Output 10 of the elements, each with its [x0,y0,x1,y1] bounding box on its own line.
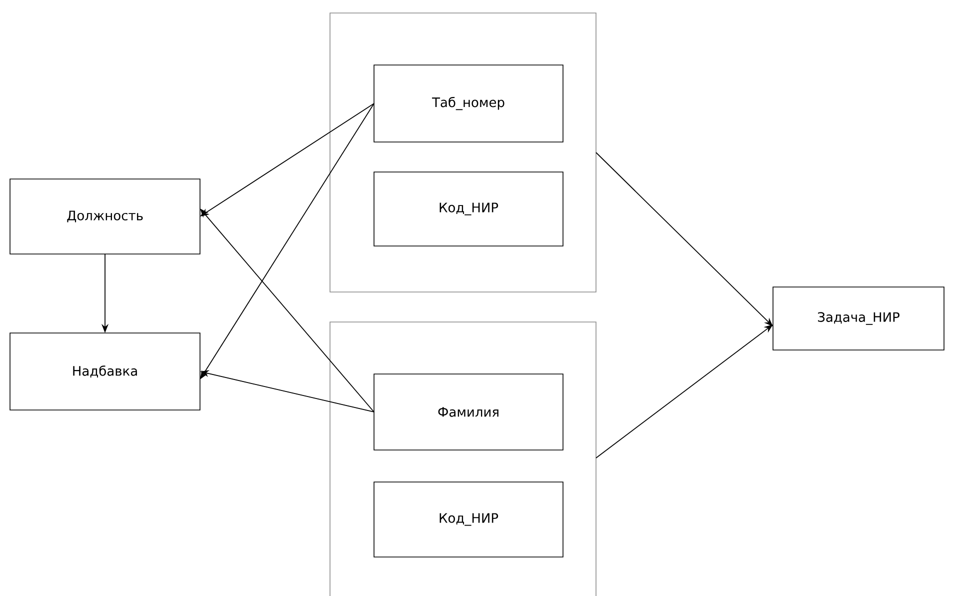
field-box: Таб_номер [374,64,564,142]
arrow [596,152,773,326]
entity-box: Надбавка [10,332,200,410]
field-box: Код_НИР [374,172,564,246]
entity-box: Задача_НИР [772,286,944,350]
group-frame [330,12,596,292]
field-box: Код_НИР [374,482,564,558]
field-box: Фамилия [374,374,564,450]
entity-box: Должность [10,178,200,254]
group-frame [330,322,596,596]
